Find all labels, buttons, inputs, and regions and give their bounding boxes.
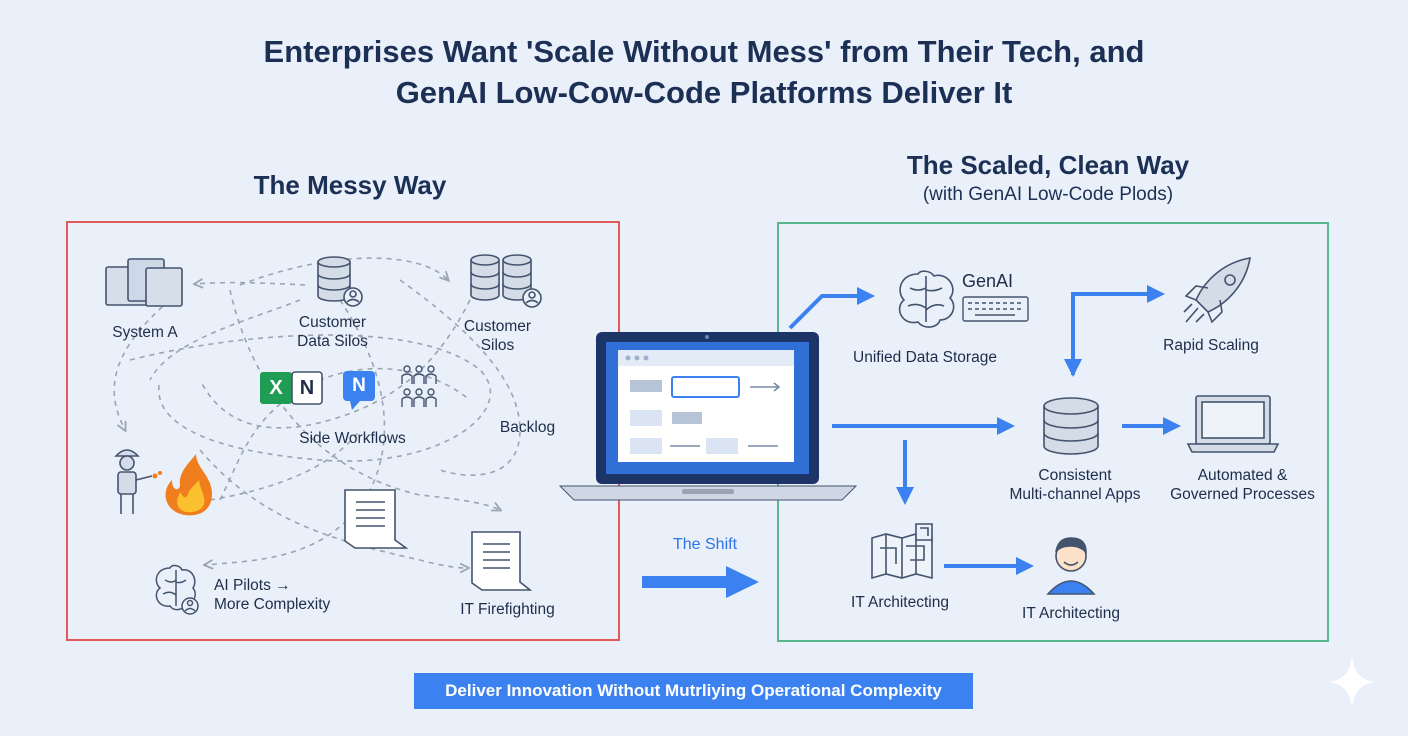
system-a-label: System A xyxy=(112,324,178,341)
automated-processes-line-1: Automated & xyxy=(1197,467,1288,484)
customer-silos-icon xyxy=(470,254,542,308)
blueprint-icon xyxy=(871,523,933,580)
page-title-line-2: GenAI Low-Cow-Code Platforms Deliver It xyxy=(395,75,1013,110)
it-firefighting-document-icon xyxy=(471,531,533,591)
consistent-apps-line-2: Multi-channel Apps xyxy=(1009,486,1141,503)
fire-icon xyxy=(165,454,212,516)
automated-processes-line-2: Governed Processes xyxy=(1170,486,1315,503)
genai-label: GenAI xyxy=(962,271,1014,291)
excel-tile-letter: X xyxy=(269,377,283,399)
it-architecting-label-2: IT Architecting xyxy=(1022,605,1120,622)
messy-heading: The Messy Way xyxy=(253,170,447,200)
ai-pilots-label: AI Pilots → More Complexity xyxy=(214,576,364,614)
genai-brain-icon xyxy=(898,270,955,328)
customer-silos-line-1: Customer xyxy=(463,318,532,335)
notion-tile-letter: N xyxy=(299,377,315,399)
firefighter-icon xyxy=(114,449,162,514)
customer-data-silos-label: Customer Data Silos xyxy=(270,313,395,351)
clean-subheading: (with GenAI Low-Code Plods) xyxy=(922,184,1174,205)
shift-arrow xyxy=(642,566,759,598)
customer-data-silos-line-2: Data Silos xyxy=(297,333,368,350)
it-firefighting-label: IT Firefighting xyxy=(460,601,555,618)
people-group-icon xyxy=(401,365,437,407)
customer-data-silos-line-1: Customer xyxy=(298,314,367,331)
bottom-banner: Deliver Innovation Without Mutrliying Op… xyxy=(414,673,973,709)
ai-pilots-line-2: More Complexity xyxy=(214,596,331,613)
database-icon xyxy=(1043,397,1099,455)
ai-pilots-line-1: AI Pilots → xyxy=(214,577,291,594)
excel-tile-icon xyxy=(260,372,292,404)
chat-n-tile-icon xyxy=(343,371,375,410)
rocket-icon xyxy=(1183,257,1251,324)
customer-silos-label: Customer Silos xyxy=(440,317,555,355)
customer-silos-line-2: Silos xyxy=(480,337,515,354)
document-icon xyxy=(344,489,409,549)
automated-processes-label: Automated & Governed Processes xyxy=(1160,466,1325,504)
side-workflows-label: Side Workflows xyxy=(299,430,406,447)
consistent-apps-label: Consistent Multi-channel Apps xyxy=(995,466,1155,504)
notion-tile-icon xyxy=(291,371,323,405)
chat-n-tile-letter: N xyxy=(352,375,366,396)
customer-data-silos-icon xyxy=(317,256,363,307)
rapid-scaling-label: Rapid Scaling xyxy=(1163,337,1259,354)
system-a-icon xyxy=(105,258,183,307)
shift-label: The Shift xyxy=(672,536,738,553)
it-architecting-label-1: IT Architecting xyxy=(851,594,949,611)
ai-brain-icon xyxy=(155,564,199,615)
keyboard-icon xyxy=(962,296,1029,322)
clean-flow-arrows xyxy=(788,285,1181,575)
clean-heading: The Scaled, Clean Way xyxy=(906,150,1190,180)
consistent-apps-line-1: Consistent xyxy=(1038,467,1112,484)
sparkle-icon xyxy=(1328,656,1376,708)
person-avatar-icon xyxy=(1046,537,1096,595)
backlog-label: Backlog xyxy=(499,419,556,436)
laptop-icon xyxy=(558,332,858,501)
unified-data-storage-label: Unified Data Storage xyxy=(853,349,997,366)
automated-laptop-icon xyxy=(1186,395,1280,453)
page-title-line-1: Enterprises Want 'Scale Without Mess' fr… xyxy=(263,34,1145,69)
